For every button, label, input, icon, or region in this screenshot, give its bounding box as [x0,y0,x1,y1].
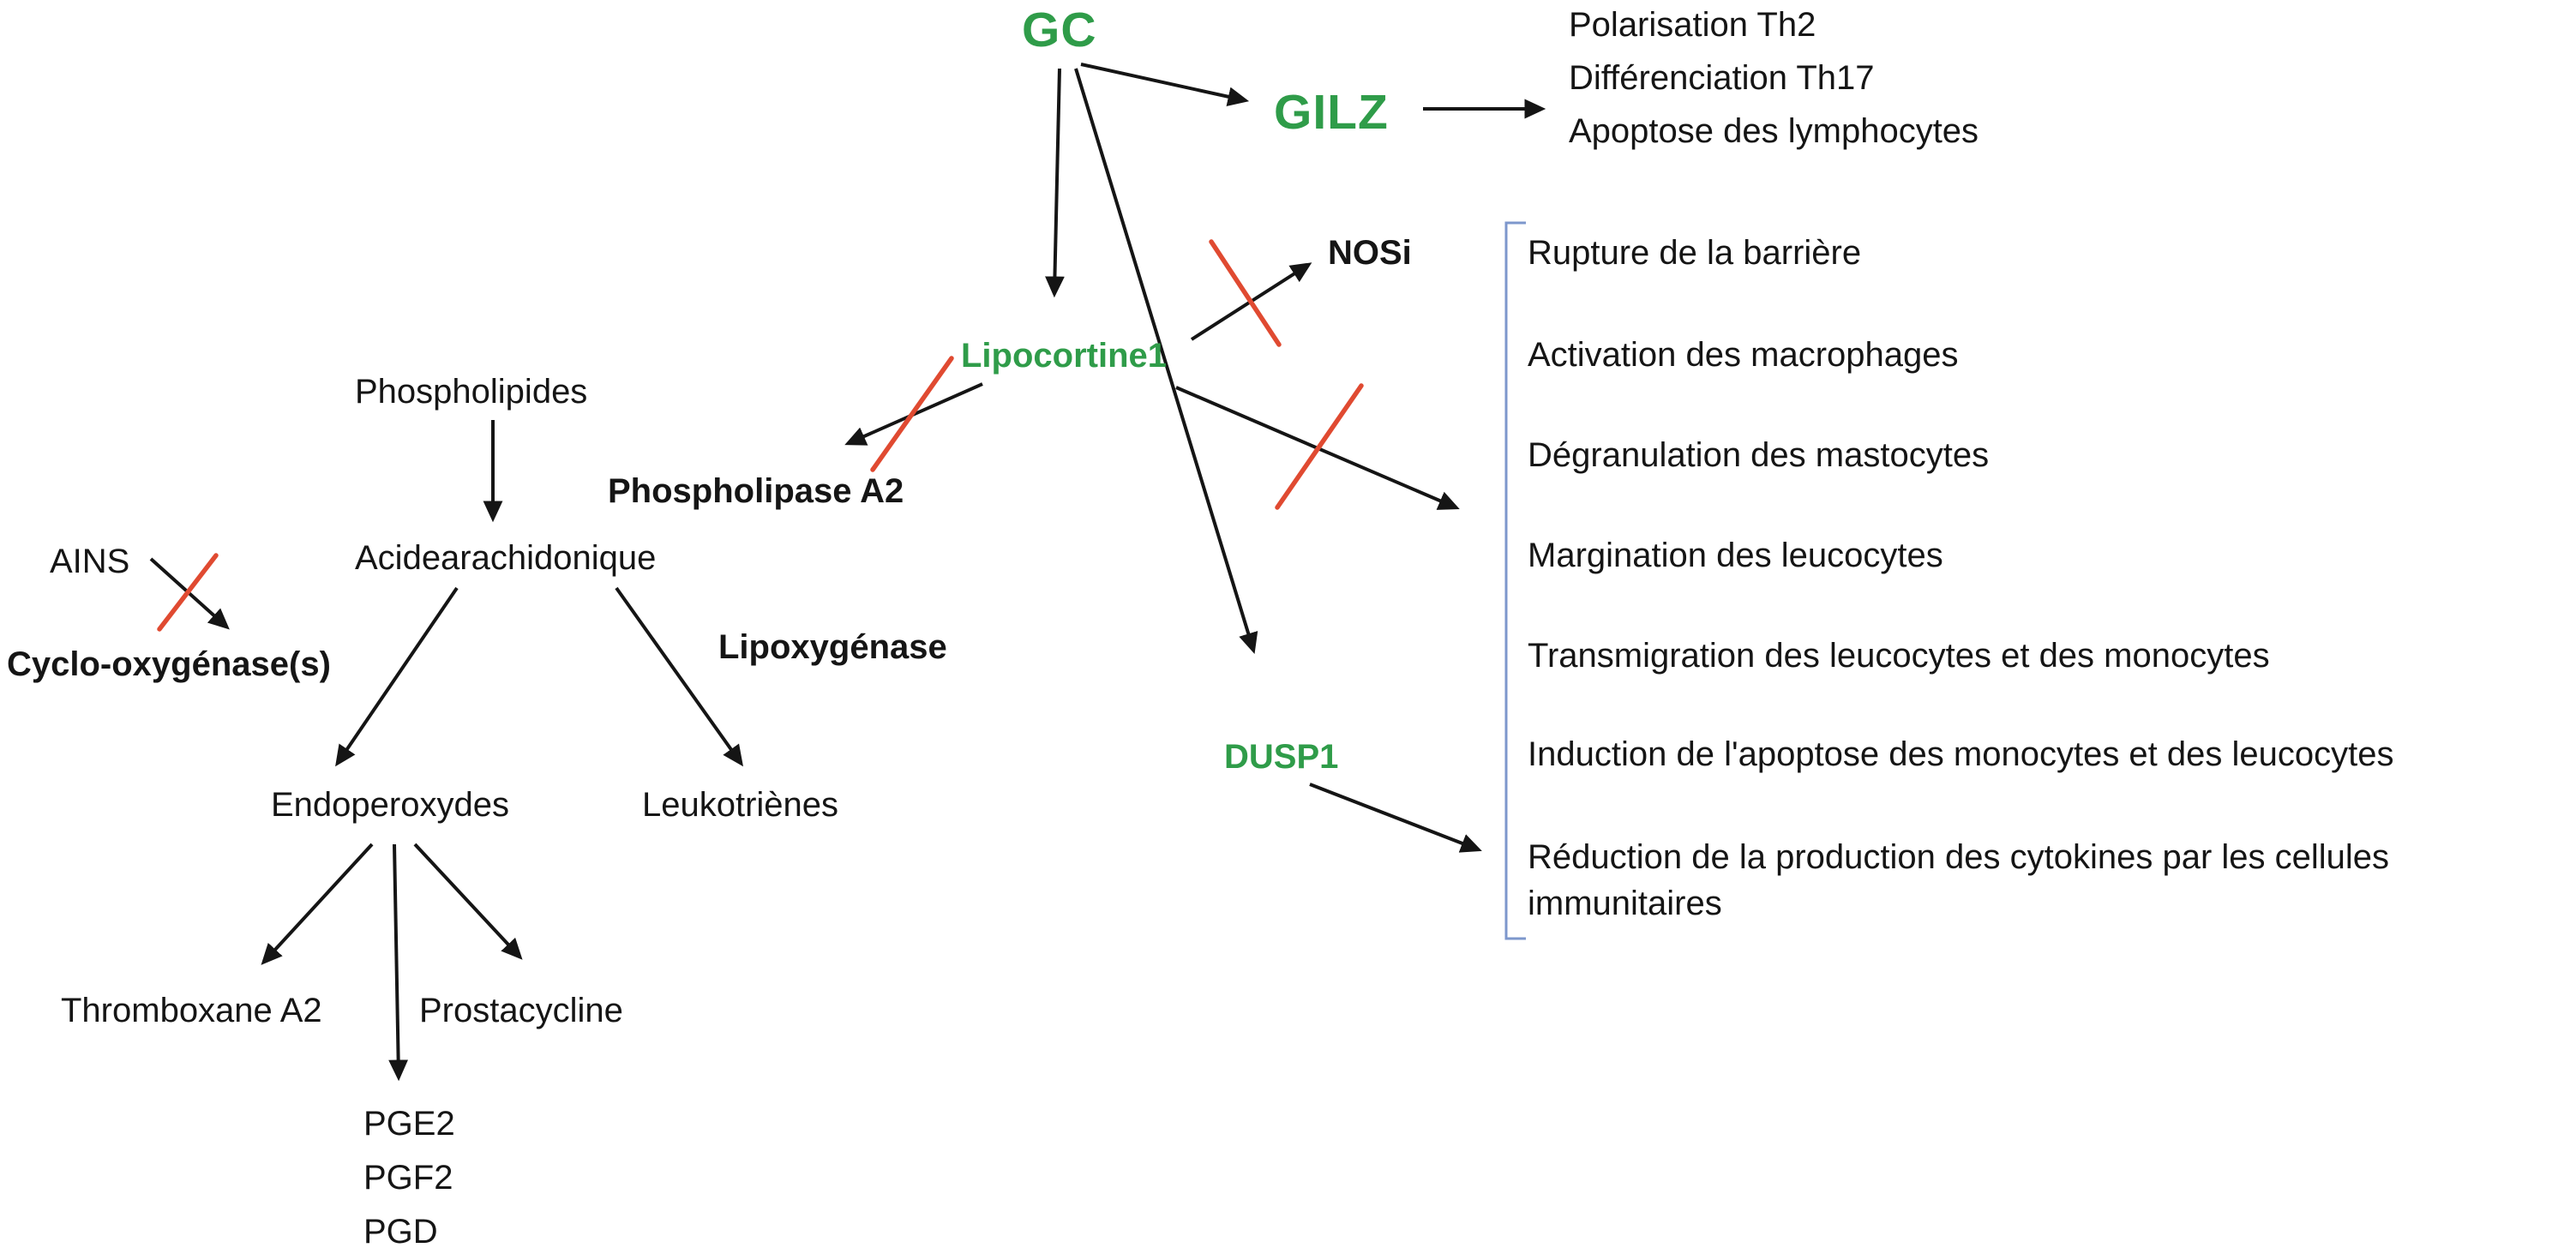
inhibition-slash-leucocyte-effects [1275,383,1364,510]
bracket-list-item: Induction de l'apoptose des monocytes et… [1528,735,2394,773]
bracket-list-item: Rupture de la barrière [1528,234,1862,272]
gilz-effect-item: Apoptose des lymphocytes [1569,112,1979,150]
inhibition-slash-nosi [1209,239,1282,347]
node-cyclo-oxygenase: Cyclo-oxygénase(s) [7,645,331,683]
bracket-list-item: Dégranulation des mastocytes [1528,436,1990,474]
node-pgf2: PGF2 [363,1159,453,1197]
node-ains: AINS [50,543,130,580]
node-leukotrienes: Leukotriènes [642,786,839,824]
node-lipoxygenase: Lipoxygénase [718,628,947,666]
node-phospholipase-a2: Phospholipase A2 [608,472,904,510]
arrow-gc-to-lipocortine1 [1045,68,1065,298]
arrow-gc-to-dusp1 [1074,68,1258,654]
node-nosi: NOSi [1328,234,1412,272]
node-phospholipides: Phospholipides [355,373,588,411]
bracket-list-item: Activation des macrophages [1528,336,1959,374]
arrow-acide-to-leukotrienes [615,586,744,767]
node-lipocortine1: Lipocortine1 [961,337,1168,375]
list-bracket [1504,221,1526,940]
node-dusp1: DUSP1 [1224,738,1339,776]
bracket-list-item: Transmigration des leucocytes et des mon… [1528,637,2270,675]
gilz-effect-item: Polarisation Th2 [1569,6,1816,44]
node-acide-arachidonique: Acidearachidonique [355,539,657,577]
arrow-acide-to-endoperoxydes [335,586,459,767]
arrow-endoperoxydes-to-thromboxane [261,843,374,965]
arrow-endoperoxydes-to-prostacycline [413,843,523,960]
gilz-effect-item: Différenciation Th17 [1569,59,1875,97]
inhibition-slash-ains [157,553,219,632]
arrow-dusp1-to-reduction [1309,783,1482,853]
arrow-gc-to-gilz [1080,63,1250,106]
node-endoperoxydes: Endoperoxydes [271,786,509,824]
node-thromboxane-a2: Thromboxane A2 [61,992,322,1029]
bracket-list-item: Margination des leucocytes [1528,537,1943,574]
bracket-list-item: Réduction de la production des cytokines… [1528,838,2390,922]
node-gilz: GILZ [1274,85,1389,140]
node-gc: GC [1022,3,1097,57]
node-pgd: PGD [363,1213,438,1251]
arrow-endoperoxydes-to-prostaglandines [388,843,409,1082]
inhibition-slash-phospholipase-a2 [870,356,954,472]
node-pge2: PGE2 [363,1105,455,1143]
node-prostacycline: Prostacycline [419,992,623,1029]
arrow-lipocortine1-to-phospholipase-a2 [844,382,983,446]
